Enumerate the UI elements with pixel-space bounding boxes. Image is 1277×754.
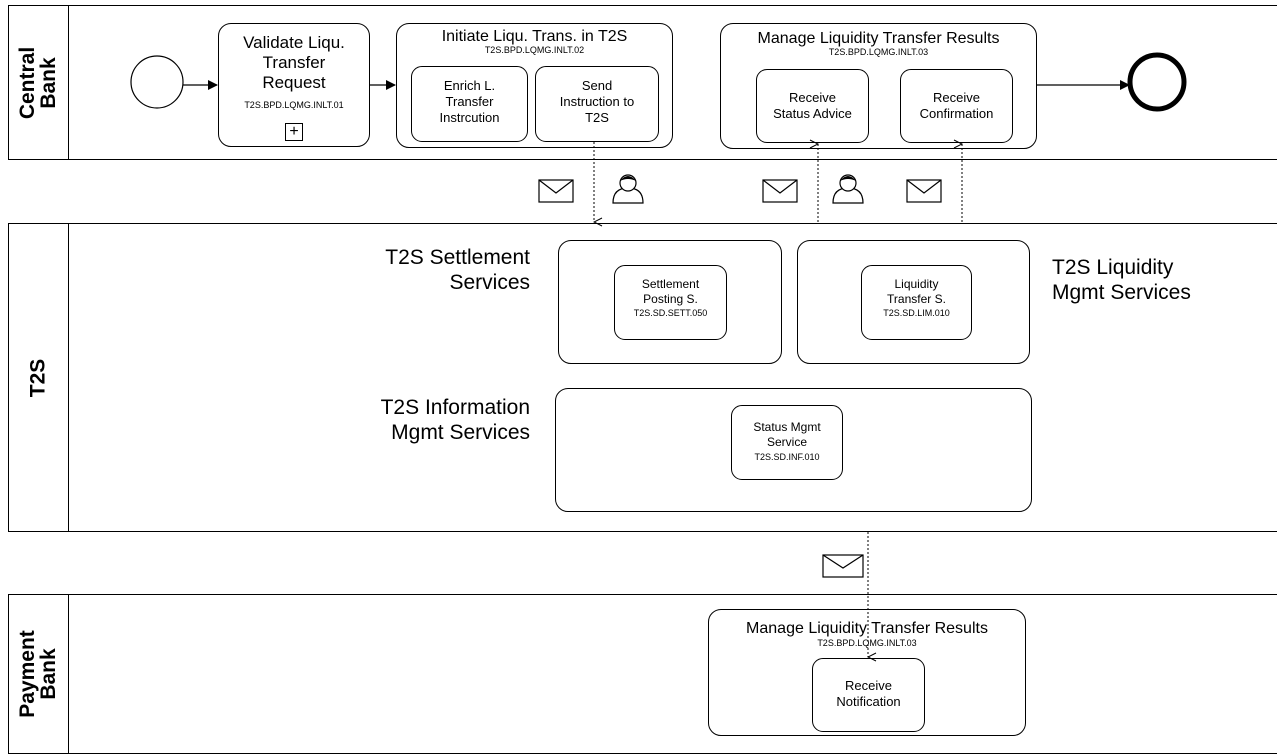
user-icon (612, 174, 644, 204)
task-receive-confirmation[interactable]: Receive Confirmation (900, 69, 1013, 143)
initiate-code: T2S.BPD.LQMG.INLT.02 (484, 45, 585, 55)
start-event-icon[interactable] (130, 55, 184, 109)
end-event-icon[interactable] (1127, 52, 1187, 112)
task-send-instruction[interactable]: Send Instruction to T2S (535, 66, 659, 142)
subprocess-validate[interactable]: Validate Liqu. Transfer Request T2S.BPD.… (218, 23, 370, 147)
liquidity-service-title: Liquidity Transfer S. (887, 277, 946, 306)
manage-pb-code: T2S.BPD.LQMG.INLT.03 (817, 638, 917, 648)
message-envelope-icon (762, 179, 798, 203)
status-service-title: Status Mgmt Service (753, 420, 821, 449)
message-envelope-icon (538, 179, 574, 203)
status-service-code: T2S.SD.INF.010 (754, 452, 820, 462)
settlement-service-title: Settlement Posting S. (641, 277, 700, 306)
information-group-label: T2S Information Mgmt Services (380, 396, 530, 444)
message-envelope-icon (822, 554, 864, 578)
initiate-title: Initiate Liqu. Trans. in T2S (441, 28, 628, 45)
manage-cb-code: T2S.BPD.LQMG.INLT.03 (828, 47, 929, 57)
task-receive-notification[interactable]: Receive Notification (812, 658, 925, 732)
task-enrich-transfer[interactable]: Enrich L. Transfer Instrcution (411, 66, 528, 142)
user-icon (832, 174, 864, 204)
task-status-label: Receive Status Advice (773, 90, 852, 121)
liquidity-group-label: T2S Liquidity Mgmt Services (1052, 256, 1191, 304)
pool-label-central-bank: Central Bank (8, 5, 69, 160)
task-send-label: Send Instruction to T2S (559, 78, 635, 125)
task-enrich-label: Enrich L. Transfer Instrcution (439, 78, 500, 125)
pool-label-t2s: T2S (8, 223, 69, 532)
service-liquidity-transfer[interactable]: Liquidity Transfer S. T2S.SD.LIM.010 (861, 265, 972, 340)
manage-pb-title: Manage Liquidity Transfer Results (746, 620, 988, 637)
service-status-mgmt[interactable]: Status Mgmt Service T2S.SD.INF.010 (731, 405, 843, 480)
task-notify-label: Receive Notification (836, 678, 901, 709)
pool-central-bank (8, 5, 1277, 160)
pool-t2s (8, 223, 1277, 532)
subprocess-plus-icon[interactable]: + (285, 123, 303, 141)
settlement-group-label: T2S Settlement Services (385, 246, 530, 294)
message-envelope-icon (906, 179, 942, 203)
pool-label-payment-bank: Payment Bank (8, 594, 69, 754)
service-settlement-posting[interactable]: Settlement Posting S. T2S.SD.SETT.050 (614, 265, 727, 340)
settlement-service-code: T2S.SD.SETT.050 (633, 308, 708, 318)
task-receive-status[interactable]: Receive Status Advice (756, 69, 869, 143)
manage-cb-title: Manage Liquidity Transfer Results (757, 30, 1000, 47)
task-confirm-label: Receive Confirmation (919, 90, 994, 121)
validate-title: Validate Liqu. Transfer Request (243, 33, 345, 92)
validate-code: T2S.BPD.LQMG.INLT.01 (244, 100, 344, 110)
liquidity-service-code: T2S.SD.LIM.010 (883, 308, 950, 318)
